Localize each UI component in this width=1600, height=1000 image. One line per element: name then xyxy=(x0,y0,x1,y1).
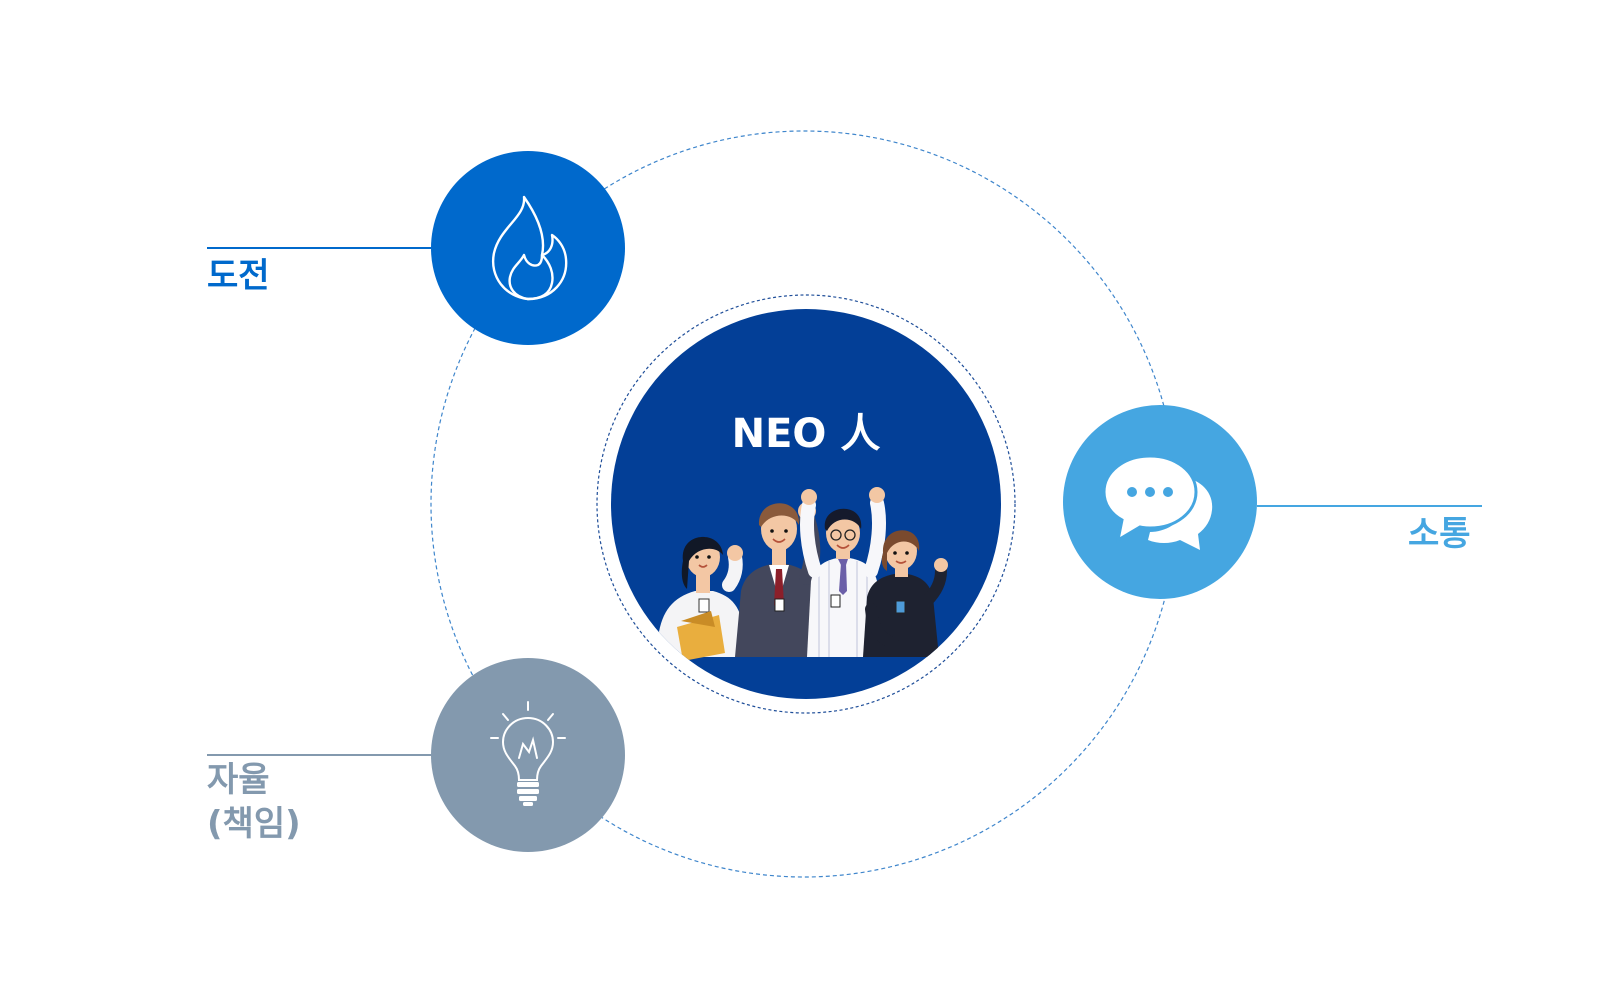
center-title: NEO 人 xyxy=(731,411,881,457)
flame-icon xyxy=(491,195,568,301)
label-communication-text: 소통 xyxy=(1408,514,1471,554)
person-3 xyxy=(800,487,886,657)
team-illustration xyxy=(657,487,948,661)
center-circle: NEO 人 xyxy=(611,309,1001,699)
label-challenge: 도전 xyxy=(207,254,270,298)
person-2 xyxy=(735,502,821,657)
inner-orbit xyxy=(596,294,1016,714)
lightbulb-icon xyxy=(490,701,566,806)
node-challenge xyxy=(431,151,625,345)
label-autonomy-line-1: 자율 xyxy=(207,760,270,800)
person-1 xyxy=(657,536,747,661)
node-communication xyxy=(1063,405,1257,599)
label-autonomy-line-2: (책임) xyxy=(207,804,301,844)
label-autonomy: 자율 (책임) xyxy=(207,758,301,846)
label-challenge-text: 도전 xyxy=(207,256,270,296)
person-4 xyxy=(863,530,948,657)
node-autonomy xyxy=(431,658,625,852)
chat-bubbles-icon xyxy=(1102,454,1213,550)
label-communication: 소통 xyxy=(1408,512,1471,556)
